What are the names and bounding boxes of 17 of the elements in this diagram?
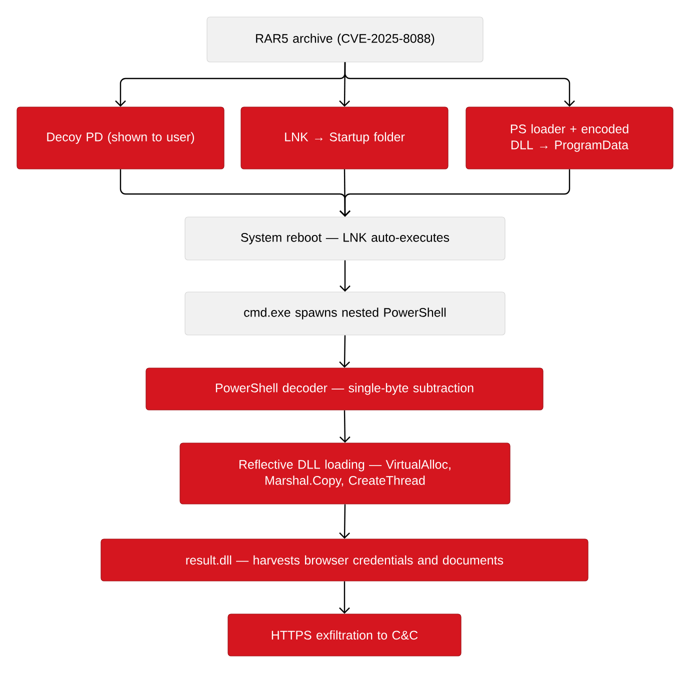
- arrow: [339, 504, 350, 539]
- arrow: [340, 410, 350, 443]
- arrow: [340, 169, 570, 217]
- process-box: Reflective DLL loading — VirtualAlloc, Marshal.Copy, CreateThread: [180, 442, 510, 504]
- process-box: cmd.exe spawns nested PowerShell: [184, 292, 506, 336]
- process-box: PowerShell decoder — single-byte subtraction: [146, 368, 544, 410]
- process-box: LNK → Startup folder: [240, 106, 448, 170]
- arrow: [340, 260, 350, 292]
- process-box: result.dll — harvests browser credentials and documents: [100, 538, 588, 582]
- process-box: HTTPS exfiltration to C&C: [228, 614, 462, 656]
- process-box: System reboot — LNK auto-executes: [184, 216, 506, 260]
- arrow: [344, 62, 575, 107]
- arrow: [339, 581, 350, 614]
- process-box: PS loader + encoded DLL → ProgramData: [466, 106, 674, 170]
- arrow: [339, 335, 350, 368]
- process-box: Decoy PD (shown to user): [16, 106, 224, 170]
- process-box: RAR5 archive (CVE-2025-8088): [206, 16, 484, 62]
